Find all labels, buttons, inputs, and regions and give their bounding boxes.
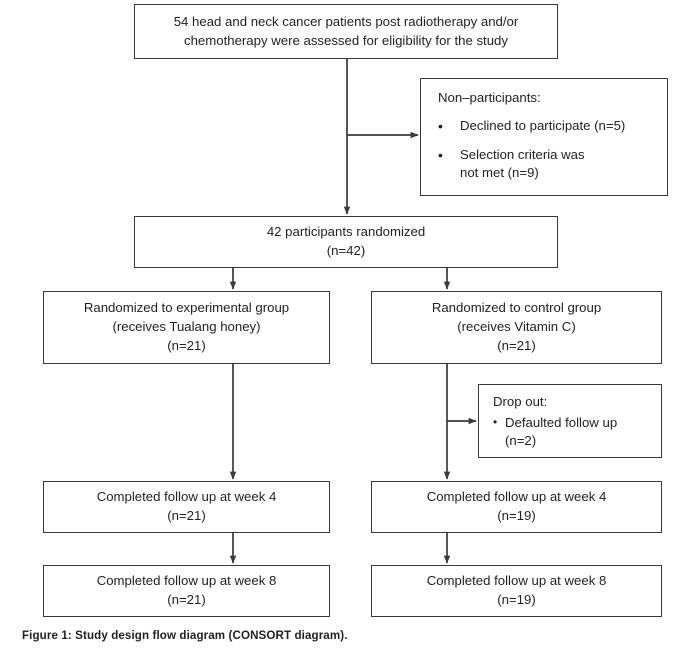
- experimental-week8-line-1: Completed follow up at week 8: [96, 573, 277, 589]
- non-participants-bullet-declined: • Declined to participate (n=5): [438, 117, 625, 137]
- eligibility-line-1: 54 head and neck cancer patients post ra…: [173, 13, 519, 29]
- experimental-week-8-box: Completed follow up at week 8 (n=21): [43, 565, 330, 617]
- experimental-week-4-box: Completed follow up at week 4 (n=21): [43, 481, 330, 533]
- randomized-count: (n=42): [326, 243, 366, 258]
- control-line-2: (receives Vitamin C): [457, 319, 576, 335]
- control-count: (n=21): [497, 337, 536, 353]
- bullet-point-icon: •: [438, 146, 443, 163]
- bullet-point-icon: •: [438, 117, 443, 134]
- control-week-4-box: Completed follow up at week 4 (n=19): [371, 481, 662, 533]
- control-week8-line-1: Completed follow up at week 8: [426, 573, 607, 589]
- drop-out-defaulted-text: Defaulted follow up: [505, 414, 618, 430]
- non-participants-selection-line-2: not met (n=9): [460, 165, 539, 181]
- control-group-box: Randomized to control group (receives Vi…: [371, 291, 662, 364]
- eligibility-line-2: chemotherapy were assessed for eligibili…: [184, 32, 508, 48]
- experimental-line-2: (receives Tualang honey): [112, 319, 261, 335]
- control-week4-count: (n=19): [497, 508, 536, 523]
- drop-out-box: Drop out: • Defaulted follow up (n=2): [478, 384, 662, 458]
- non-participants-declined-text: Declined to participate (n=5): [460, 117, 626, 133]
- non-participants-bullet-selection-criteria: • Selection criteria was not met (n=9): [438, 146, 585, 183]
- experimental-week4-count: (n=21): [167, 508, 206, 523]
- non-participants-selection-line-1: Selection criteria was: [460, 146, 585, 162]
- drop-out-bullet-defaulted: • Defaulted follow up (n=2): [493, 414, 617, 451]
- drop-out-count: (n=2): [505, 433, 537, 449]
- participants-randomized-box: 42 participants randomized (n=42): [134, 216, 558, 268]
- non-participants-heading: Non–participants:: [438, 90, 541, 105]
- experimental-week8-count: (n=21): [167, 592, 206, 607]
- control-line-1: Randomized to control group: [431, 300, 602, 316]
- bullet-point-icon: •: [493, 414, 498, 429]
- experimental-week4-line-1: Completed follow up at week 4: [96, 489, 277, 505]
- randomized-line-1: 42 participants randomized: [266, 224, 426, 240]
- eligibility-assessment-box: 54 head and neck cancer patients post ra…: [134, 4, 558, 59]
- experimental-count: (n=21): [167, 337, 206, 353]
- experimental-line-1: Randomized to experimental group: [83, 300, 290, 316]
- control-week-8-box: Completed follow up at week 8 (n=19): [371, 565, 662, 617]
- control-week4-line-1: Completed follow up at week 4: [426, 489, 607, 505]
- control-week8-count: (n=19): [497, 592, 536, 607]
- figure-caption: Figure 1: Study design flow diagram (CON…: [22, 629, 348, 642]
- drop-out-heading: Drop out:: [493, 394, 548, 409]
- experimental-group-box: Randomized to experimental group (receiv…: [43, 291, 330, 364]
- non-participants-box: Non–participants: • Declined to particip…: [420, 78, 668, 196]
